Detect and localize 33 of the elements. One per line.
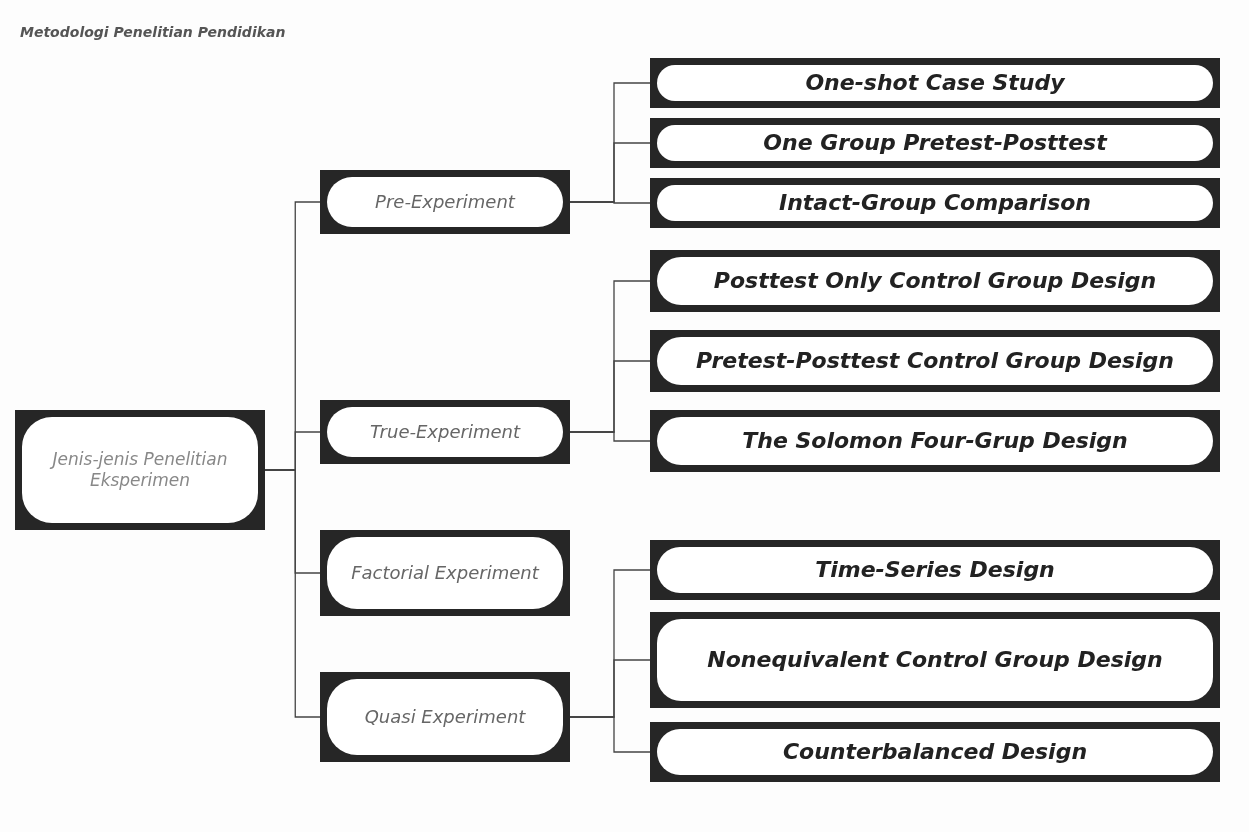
rounded-box <box>650 540 1220 600</box>
box-label: Counterbalanced Design <box>782 738 1088 766</box>
rounded-box <box>650 330 1220 392</box>
box-label: Posttest Only Control Group Design <box>713 267 1157 295</box>
rounded-box <box>320 672 570 762</box>
connector-line <box>569 716 651 753</box>
rounded-box <box>650 58 1220 108</box>
rounded-box <box>650 118 1220 168</box>
connector-line <box>264 469 321 718</box>
box-label: Jenis-jenis Penelitian Eksperimen <box>40 448 240 492</box>
box-label: Nonequivalent Control Group Design <box>707 646 1163 674</box>
rounded-box <box>650 410 1220 472</box>
rounded-box <box>320 530 570 616</box>
rounded-box <box>320 400 570 464</box>
box-label: Factorial Experiment <box>351 561 539 585</box>
box-label: Intact-Group Comparison <box>779 189 1091 217</box>
connector-line <box>569 201 651 204</box>
box-label: Time-Series Design <box>815 556 1055 584</box>
box-label: Pretest-Posttest Control Group Design <box>696 347 1174 375</box>
rounded-box <box>650 250 1220 312</box>
box-label: Quasi Experiment <box>364 705 526 729</box>
rounded-box <box>15 410 265 530</box>
rounded-box <box>650 178 1220 228</box>
rounded-box <box>650 722 1220 782</box>
box-label: The Solomon Four-Grup Design <box>742 427 1128 455</box>
rounded-box <box>320 170 570 234</box>
page-header: Metodologi Penelitian Pendidikan <box>20 24 286 40</box>
box-label: True-Experiment <box>370 420 520 444</box>
box-label: One-shot Case Study <box>805 69 1065 97</box>
box-label: One Group Pretest-Posttest <box>763 129 1107 157</box>
box-label: Pre-Experiment <box>375 190 515 214</box>
connector-line <box>569 431 651 442</box>
rounded-box <box>650 612 1220 708</box>
